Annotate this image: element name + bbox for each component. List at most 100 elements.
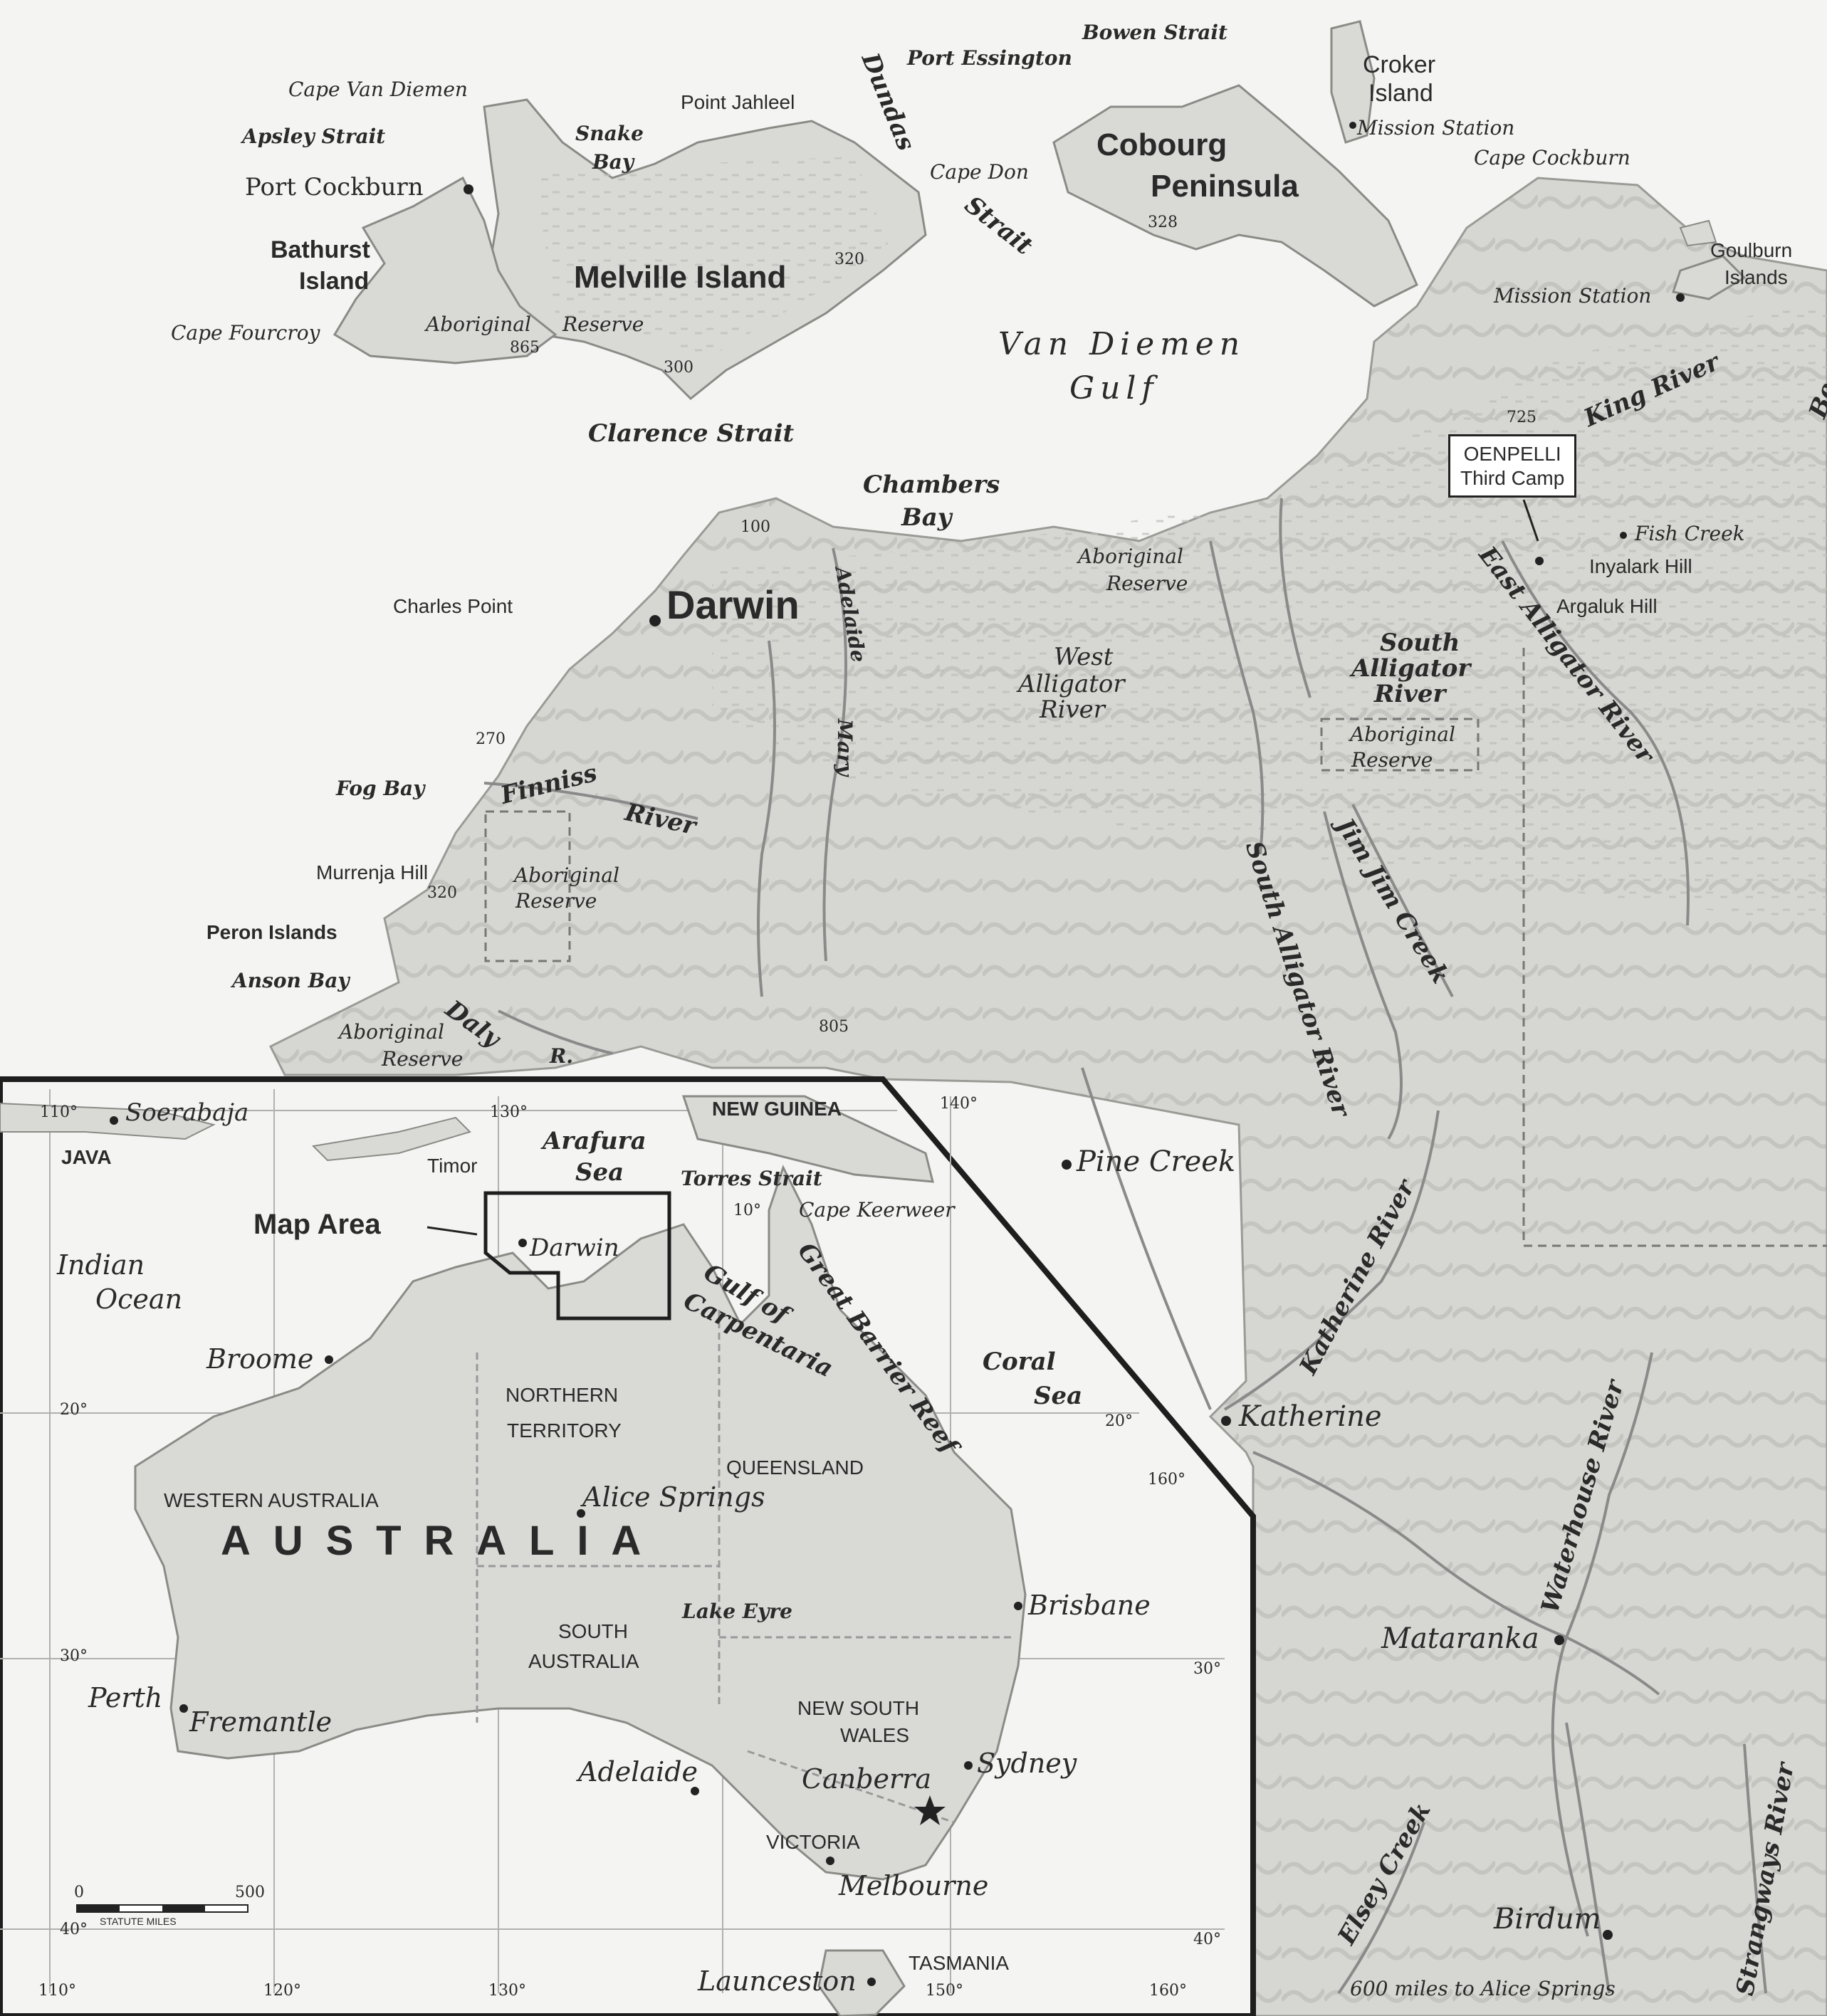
fish-creek-label: Fish Creek [1635, 522, 1745, 545]
snake-bay-label-1: Snake [575, 122, 644, 145]
goulburn-islands [1672, 255, 1747, 300]
inset-brisbane-label: Brisbane [1028, 1590, 1151, 1621]
inset-lat-10: 10° [733, 1202, 761, 1219]
inset-wa-label: WESTERN AUSTRALIA [164, 1489, 379, 1511]
inset-arafura-label-1: Arafura [543, 1127, 646, 1155]
cape-cockburn-label: Cape Cockburn [1474, 146, 1630, 169]
fog-bay-label: Fog Bay [336, 777, 425, 800]
van-diemen-label-2: Gulf [1069, 370, 1159, 406]
scale-500: 500 [235, 1884, 265, 1901]
inset-launceston-label: Launceston [698, 1965, 857, 1997]
inset-darwin-label: Darwin [530, 1234, 619, 1262]
oenpelli-callout: OENPELLI Third Camp [1448, 434, 1577, 498]
inset-australia-label: AUSTRALIA [221, 1518, 664, 1564]
darwin-label: Darwin [666, 582, 800, 627]
cape-van-diemen-label: Cape Van Diemen [288, 78, 468, 101]
chambers-bay-label-1: Chambers [863, 471, 1000, 499]
inset-cape-keerweer-label: Cape Keerweer [799, 1198, 955, 1222]
inset-sydney-label: Sydney [977, 1748, 1077, 1779]
inset-map-area-label: Map Area [253, 1209, 381, 1240]
reserve-3a: Aboriginal [339, 1020, 444, 1044]
birdum-label: Birdum [1494, 1903, 1601, 1936]
inyalark-hill-label: Inyalark Hill [1589, 555, 1692, 577]
inset-broome-label: Broome [206, 1343, 314, 1375]
inset-adelaide-label: Adelaide [578, 1756, 698, 1787]
inset-nsw-label-1: NEW SOUTH [797, 1697, 920, 1719]
inset-canberra-label: Canberra [802, 1763, 932, 1795]
inset-nt-label-1: NORTHERN [506, 1384, 619, 1406]
reserve-2b: Reserve [515, 889, 597, 913]
bathurst-label-1: Bathurst [271, 236, 370, 263]
reserve-3b: Reserve [382, 1047, 464, 1071]
cape-don-label: Cape Don [930, 160, 1029, 184]
bathurst-label-2: Island [299, 268, 370, 295]
inset-deg-110-bottom: 110° [38, 1982, 76, 2000]
inset-tasmania-label: TASMANIA [909, 1952, 1010, 1974]
inset-qld-label: QUEENSLAND [726, 1456, 864, 1479]
south-alligator-label-3: River [1374, 680, 1446, 708]
inset-lat-40: 40° [60, 1921, 88, 1938]
anson-bay-label: Anson Bay [232, 969, 350, 992]
cobourg-label-1: Cobourg [1096, 127, 1227, 162]
point-jahleel-label: Point Jahleel [681, 91, 795, 113]
inset-new-guinea-label: NEW GUINEA [712, 1098, 842, 1120]
clarence-strait-label: Clarence Strait [588, 419, 795, 448]
mary-river-label: Mary [833, 719, 857, 777]
reserve-1b: Reserve [562, 313, 644, 336]
west-alligator-label-3: River [1040, 695, 1106, 724]
croker-island [1330, 20, 1376, 144]
inset-torres-label: Torres Strait [681, 1167, 822, 1190]
elevation-300: 300 [664, 359, 693, 377]
croker-label-2: Island [1368, 80, 1433, 107]
goulburn-label-1: Goulburn [1710, 239, 1793, 261]
mataranka-label: Mataranka [1381, 1622, 1539, 1655]
cobourg-peninsula [1052, 84, 1418, 308]
elevation-865: 865 [510, 339, 540, 357]
west-alligator-label-2: Alligator [1018, 670, 1125, 698]
mission-station-croker-label: Mission Station [1357, 116, 1515, 140]
apsley-strait-label: Apsley Strait [242, 125, 386, 148]
port-essington-label: Port Essington [907, 46, 1072, 70]
inset-fremantle-label: Fremantle [189, 1706, 333, 1738]
reserve-2a: Aboriginal [514, 863, 619, 887]
reserve-5b: Reserve [1351, 748, 1433, 772]
inset-java-label: JAVA [61, 1146, 112, 1168]
elevation-328: 328 [1148, 214, 1178, 231]
melville-island-label: Melville Island [574, 260, 787, 295]
oenpelli-callout-line1: OENPELLI [1463, 443, 1561, 465]
pine-creek-label: Pine Creek [1077, 1145, 1236, 1178]
scale-bar [76, 1904, 248, 1913]
reserve-4b: Reserve [1106, 572, 1188, 595]
inset-lat-20: 20° [60, 1401, 88, 1419]
port-cockburn-label: Port Cockburn [245, 173, 424, 201]
java [0, 1102, 216, 1140]
chambers-bay-label-2: Bay [901, 503, 952, 532]
charles-point-label: Charles Point [393, 595, 513, 617]
scale-zero: 0 [74, 1884, 84, 1901]
inset-melbourne-label: Melbourne [839, 1870, 989, 1901]
west-alligator-label-1: West [1054, 643, 1114, 671]
inset-indian-label-2: Ocean [95, 1283, 183, 1315]
inset-victoria-label: VICTORIA [766, 1831, 860, 1853]
south-alligator-label-1: South [1380, 629, 1460, 657]
snake-bay-label-2: Bay [592, 150, 634, 174]
inset-coral-label-1: Coral [983, 1348, 1056, 1376]
south-alligator-label-2: Alligator [1351, 654, 1471, 683]
inset-deg-130-top: 130° [490, 1103, 528, 1121]
elevation-320b: 320 [427, 884, 457, 902]
reserve-5a: Aboriginal [1350, 723, 1455, 746]
elevation-320: 320 [834, 251, 864, 268]
van-diemen-label-1: Van Diemen [998, 326, 1245, 362]
inset-deg-160-mid: 160° [1148, 1471, 1185, 1489]
tasmania [817, 1949, 906, 2016]
inset-right-30: 30° [1193, 1660, 1221, 1678]
elevation-805: 805 [819, 1018, 849, 1036]
inset-arafura-label-2: Sea [575, 1158, 624, 1187]
katherine-label: Katherine [1239, 1400, 1382, 1433]
inset-deg-160-bottom: 160° [1149, 1982, 1187, 2000]
alice-springs-note: 600 miles to Alice Springs [1350, 1977, 1616, 2000]
cobourg-label-2: Peninsula [1151, 169, 1299, 204]
oenpelli-callout-line2: Third Camp [1460, 466, 1565, 489]
